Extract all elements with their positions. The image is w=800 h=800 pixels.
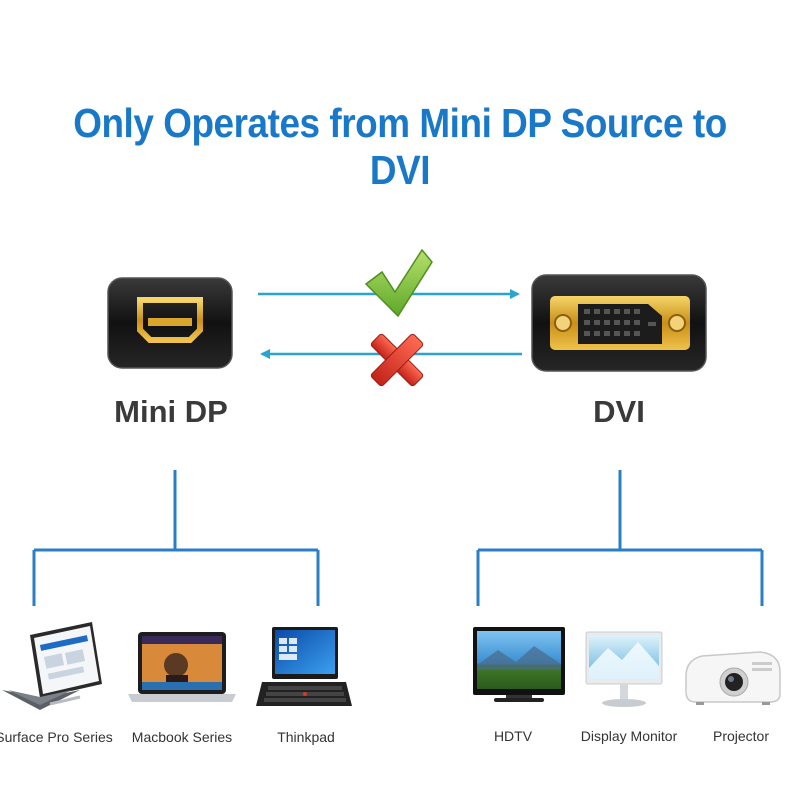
page-title: Only Operates from Mini DP Source to DVI xyxy=(73,100,727,193)
macbook-icon xyxy=(128,632,236,702)
device-label-monitor: Display Monitor xyxy=(580,728,678,744)
thinkpad-laptop-icon xyxy=(256,627,352,706)
check-mark-icon xyxy=(364,248,433,318)
device-label-thinkpad: Thinkpad xyxy=(277,729,335,745)
tv-icon xyxy=(473,627,565,702)
source-label: Mini DP xyxy=(114,394,228,429)
tree-lines xyxy=(32,470,764,606)
device-label-surface: Surface Pro Series xyxy=(0,729,113,745)
mini-dp-port-icon xyxy=(107,277,233,369)
dvi-port-icon xyxy=(531,274,707,372)
monitor-icon xyxy=(585,631,663,707)
device-label-projector: Projector xyxy=(712,728,770,744)
projector-icon xyxy=(685,651,781,705)
target-label: DVI xyxy=(593,394,645,429)
tablet-laptop-icon xyxy=(2,622,102,710)
cross-mark-icon xyxy=(370,333,424,387)
device-label-hdtv: HDTV xyxy=(493,728,533,744)
device-label-macbook: Macbook Series xyxy=(131,729,233,745)
